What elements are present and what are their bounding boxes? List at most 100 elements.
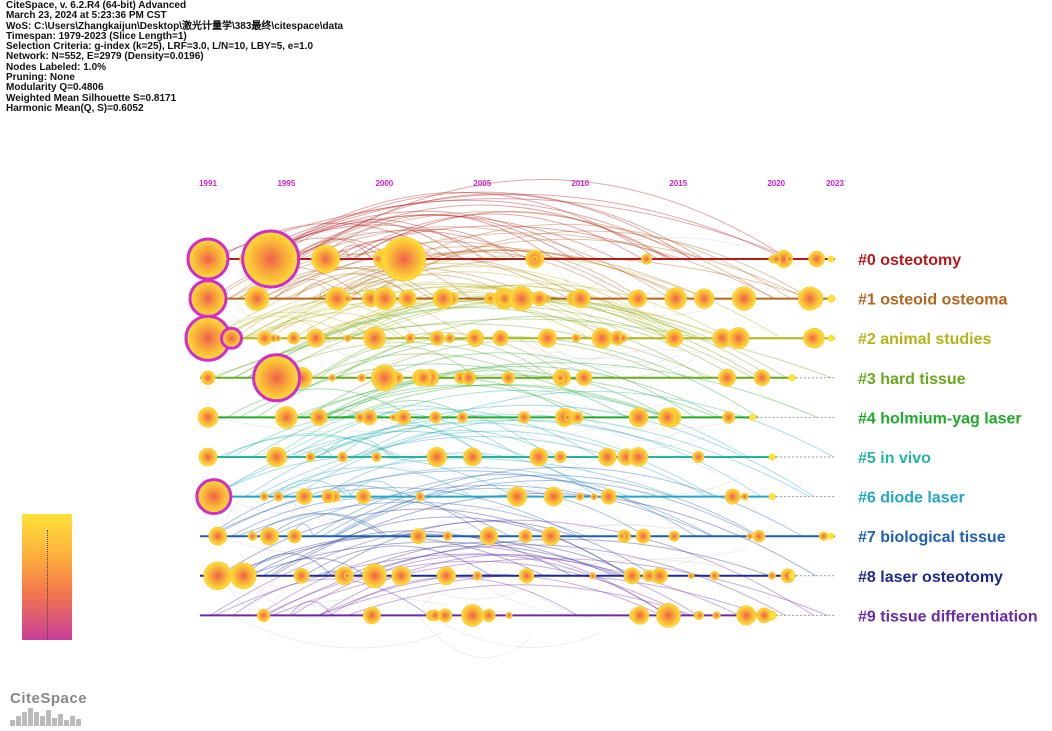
citation-arc [260, 271, 668, 339]
info-line: Selection Criteria: g-index (k=25), LRF=… [6, 41, 314, 53]
info-line: Pruning: None [6, 72, 75, 84]
reference-node [442, 531, 453, 541]
reference-node [788, 572, 796, 580]
citation-arc [236, 501, 587, 537]
citation-arc [344, 291, 605, 339]
reference-node [785, 255, 793, 263]
reference-node [555, 373, 566, 383]
citation-arc [226, 388, 414, 418]
reference-node [296, 488, 313, 505]
citation-arc [293, 285, 618, 339]
reference-node [426, 446, 447, 468]
citation-arc [353, 391, 835, 458]
reference-node [642, 569, 656, 582]
citation-arc [335, 369, 668, 418]
reference-node [311, 244, 340, 274]
citation-arc [246, 541, 625, 577]
citation-arc [259, 265, 685, 339]
reference-node [256, 608, 271, 623]
reference-node [509, 286, 534, 311]
reference-node [482, 608, 496, 623]
citespace-logo: CiteSpace [10, 690, 88, 707]
citation-arc [213, 431, 599, 498]
citation-arc [211, 262, 673, 339]
reference-node [740, 492, 749, 501]
reference-node [415, 369, 432, 387]
reference-node [486, 294, 495, 303]
citation-arc [337, 258, 447, 288]
citation-arc [474, 390, 618, 418]
reference-node [197, 407, 219, 428]
reference-node [395, 409, 412, 426]
reference-node [694, 288, 715, 309]
reference-node [293, 567, 310, 584]
citation-arc [261, 191, 658, 260]
citation-arc [258, 545, 668, 616]
info-line: Modularity Q=0.4806 [6, 82, 104, 94]
citation-arc [351, 283, 730, 339]
reference-node [537, 328, 557, 348]
citation-arc [335, 480, 758, 537]
citation-arc [336, 315, 737, 379]
reference-node [273, 491, 284, 502]
citation-arc [263, 557, 367, 577]
citation-arc [244, 553, 333, 577]
citation-arc [292, 204, 669, 260]
reference-node [628, 407, 649, 428]
reference-node [343, 294, 352, 303]
citation-arc [270, 484, 713, 537]
citation-arc [280, 496, 505, 534]
reference-node [722, 410, 736, 424]
reference-node [768, 453, 776, 461]
reference-node [321, 489, 336, 504]
reference-node [541, 526, 561, 546]
citation-arc [231, 615, 442, 649]
citation-arc [219, 535, 366, 554]
reference-node [328, 374, 336, 382]
cluster-label-6: #6 diode laser [858, 490, 965, 507]
citation-arc [316, 384, 667, 418]
citation-arc [209, 519, 814, 616]
reference-node [436, 566, 456, 586]
citation-arc [484, 417, 712, 451]
citation-arc [282, 269, 341, 299]
citation-arc [319, 345, 478, 379]
reference-node [354, 412, 366, 423]
info-line: Timespan: 1979-2023 (Slice Length=1) [6, 30, 187, 42]
reference-node [432, 288, 454, 309]
year-label: 2015 [669, 179, 687, 188]
reference-node [771, 254, 782, 264]
citation-arc [339, 424, 485, 458]
reference-node [543, 486, 564, 507]
citation-arc [404, 575, 524, 600]
year-label: 2010 [571, 179, 589, 188]
burst-node [186, 237, 230, 281]
reference-node [275, 406, 298, 429]
citation-arc [287, 229, 530, 260]
citation-arc [358, 352, 489, 379]
reference-node [373, 253, 384, 265]
cluster-label-7: #7 biological tissue [858, 529, 1006, 546]
reference-node [803, 328, 823, 348]
citation-arc [532, 351, 572, 378]
reference-node [274, 334, 282, 342]
reference-node [736, 605, 757, 626]
citation-arc [357, 538, 771, 577]
citation-arc [334, 474, 760, 537]
citation-arc [563, 523, 669, 537]
citation-arc [417, 615, 531, 659]
citation-arc [207, 198, 794, 260]
citation-arc [247, 214, 617, 260]
reference-node [463, 447, 482, 467]
citation-arc [318, 225, 676, 260]
citation-arc [268, 513, 389, 537]
reference-node [827, 295, 835, 303]
citation-arc [234, 450, 392, 458]
citation-arc [312, 474, 697, 537]
reference-node [287, 529, 302, 544]
year-label: 2020 [767, 179, 785, 188]
citation-arc [252, 411, 521, 458]
citation-arc [223, 433, 397, 458]
reference-node [563, 413, 571, 422]
citation-arc [288, 213, 574, 260]
